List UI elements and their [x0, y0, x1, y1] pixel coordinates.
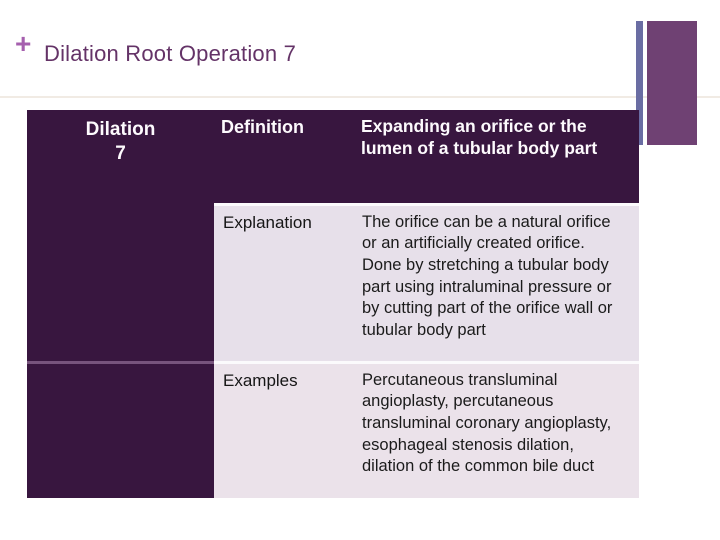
- table-cell-examples-label: Examples: [214, 360, 354, 498]
- table-cell-examples-content: Percutaneous transluminal angioplasty, p…: [354, 360, 639, 498]
- content-table-container: Dilation 7 Definition Expanding an orifi…: [27, 110, 639, 498]
- table-row-header: Dilation 7 Definition Expanding an orifi…: [27, 110, 639, 362]
- table-cell-explanation-content: The orifice can be a natural orifice or …: [354, 202, 639, 362]
- table-cell-explanation-label: Explanation: [214, 202, 354, 362]
- table-row-explanation: Explanation The orifice can be a natural…: [27, 202, 639, 362]
- page-title: Dilation Root Operation 7: [44, 41, 297, 66]
- title-divider: [0, 96, 720, 98]
- table-cell-definition-label: Definition: [214, 110, 354, 204]
- plus-icon: +: [15, 28, 32, 59]
- accent-bar-decoration: [636, 21, 643, 145]
- table-cell-dilation-7: Dilation 7: [27, 110, 214, 362]
- accent-block-decoration: [647, 21, 697, 145]
- table-row-examples: Examples Percutaneous transluminal angio…: [27, 360, 639, 498]
- content-table: Dilation 7 Definition Expanding an orifi…: [27, 110, 639, 498]
- table-cell-definition-content: Expanding an orifice or the lumen of a t…: [354, 110, 639, 204]
- table-cell-examples-spacer: [27, 360, 214, 498]
